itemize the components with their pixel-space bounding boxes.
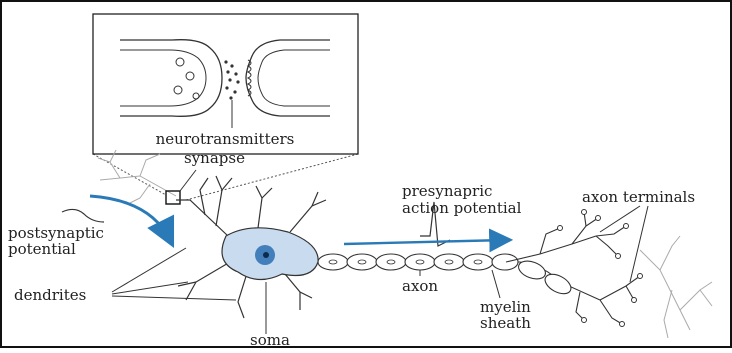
label-soma: soma [250,331,290,348]
nucleolus [263,252,269,258]
presynaptic-branches [98,150,176,204]
terminal-buttons [558,210,643,327]
target-cell-branches [640,236,712,338]
label-presynaptic-line1: presynapric [402,182,492,200]
signal-direction-arrow [344,240,506,244]
myelin-pointer [492,270,500,298]
axon-terminals-pointer-1 [600,206,640,232]
label-axon: axon [402,277,438,295]
label-axon-terminals: axon terminals [582,188,695,206]
synapse-pointer [180,170,196,191]
synapse-marker [166,191,180,204]
label-dendrites: dendrites [14,286,86,304]
label-presynaptic-line2: action potential [402,199,522,217]
label-postsynaptic-line2: potential [8,240,76,258]
dendrites-pointer-2 [112,296,236,300]
dendrites-pointer-3 [112,248,186,292]
inset-label-neurotransmitters: neurotransmitters [156,130,295,148]
dendrites-pointer-1 [112,282,188,294]
label-myelin-line2: sheath [480,314,531,332]
label-synapse: synapse [184,149,245,167]
synapse-inset: neurotransmitters [93,14,358,154]
postsynaptic-potential-trace [62,209,104,222]
axon-terminals-pointer-2 [630,206,648,282]
axon [318,254,600,300]
